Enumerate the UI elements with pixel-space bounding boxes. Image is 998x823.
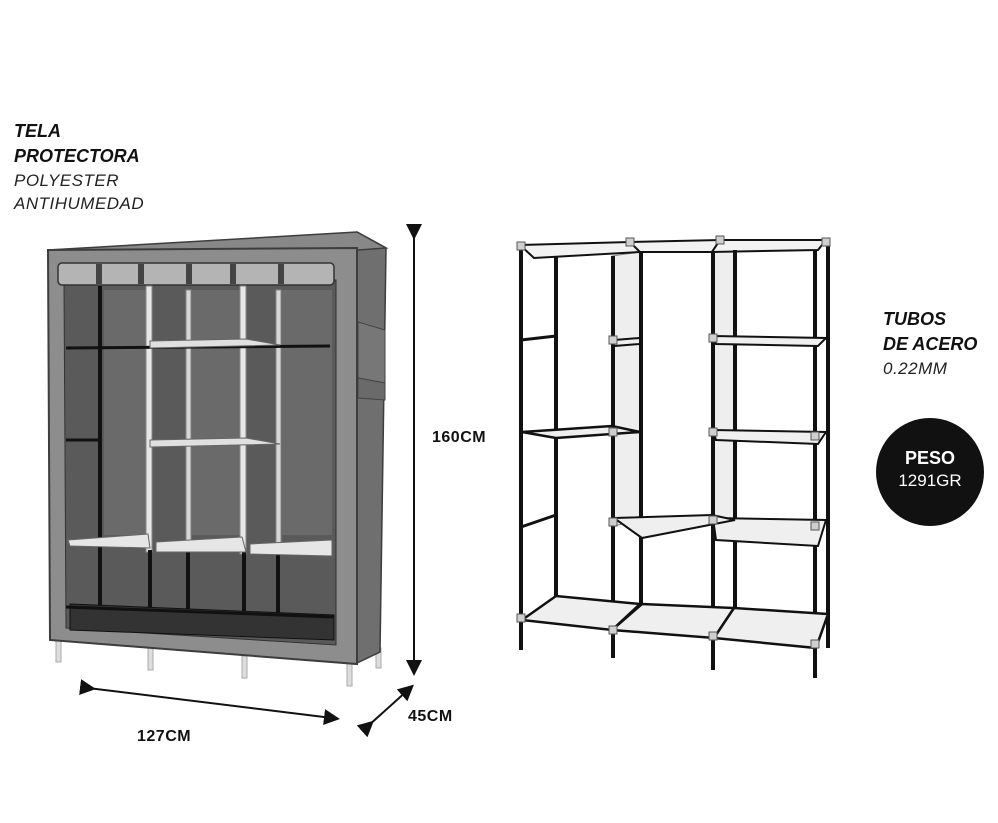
width-dimension-label: 127CM <box>137 728 192 745</box>
weight-title: PESO <box>904 448 956 468</box>
tubes-label-title-1: TUBOS <box>883 309 946 329</box>
tubes-label-title-2: DE ACERO <box>883 334 978 354</box>
height-dimension-label: 160CM <box>432 429 487 446</box>
weight-badge: PESO 1291GR <box>876 418 984 526</box>
depth-dimension-label: 45CM <box>408 708 453 725</box>
fabric-label-title-1: TELA <box>14 121 61 141</box>
depth-arrow <box>356 684 414 738</box>
fabric-label-feature: ANTIHUMEDAD <box>14 194 145 213</box>
covered-wardrobe <box>46 231 389 687</box>
width-arrow <box>79 679 340 725</box>
fabric-label-material: POLYESTER <box>14 171 119 190</box>
steel-frame <box>516 235 831 678</box>
fabric-label-title-2: PROTECTORA <box>14 146 140 166</box>
tubes-label-thickness: 0.22MM <box>883 359 948 378</box>
weight-value: 1291GR <box>898 471 962 490</box>
